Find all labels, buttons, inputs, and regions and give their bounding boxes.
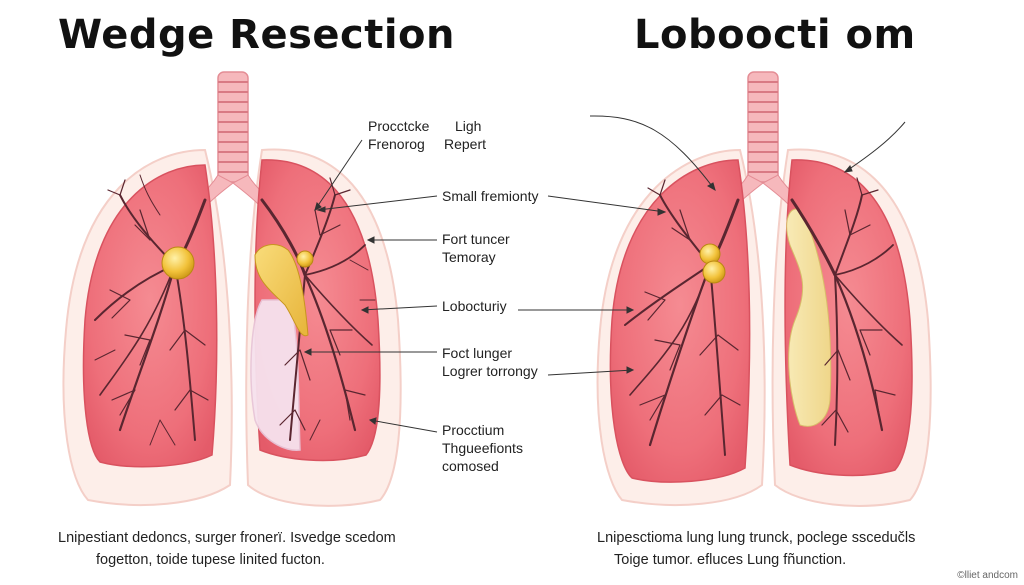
caption-right-line2: Toige tumor. efluces Lung fñunction. [614,552,847,568]
label-temoray: Temoray [442,249,496,265]
right-lungs-illustration [596,71,932,507]
label-foct-lunger: Foct lunger [442,345,513,361]
left-lung [82,164,218,468]
left-lung-2 [609,159,751,483]
label-procctium: Procctium [442,422,505,438]
tumor-left-lung [161,246,195,280]
title-lobectomy: Loboocti om [634,12,916,58]
caption-left-line1: Lnipestiant dedoncs, surger fronerï. Isv… [58,530,396,546]
resected-region [250,299,301,451]
right-bronchial-tree-2 [790,177,903,446]
label-procctcke: Procctcke [368,118,430,134]
caption-right-line1: Lnipesctioma lung lung trunck, poclege s… [597,530,916,546]
label-comosed: comosed [442,458,499,474]
label-fort-tuncer: Fort tuncer [442,231,510,247]
label-thgueefionts: Thgueefionts [442,440,523,456]
label-ligh: Ligh [455,118,482,134]
caption-left-line2: fogetton, toide tupese linited fucton. [96,552,325,568]
label-small-fremionty: Small fremionty [442,188,539,204]
left-lungs-illustration [62,71,402,507]
wedge-segment [254,244,309,337]
label-lobocturiy: Lobocturiy [442,298,507,314]
left-pointer-lines [303,139,438,433]
tumor-lower [702,260,726,284]
watermark: ©lliet andcom [957,570,1018,581]
title-wedge-resection: Wedge Resection [58,12,456,58]
right-pointer-lines [518,115,906,376]
label-frenorog: Frenorog [368,136,425,152]
label-logrer-torrongy: Logrer torrongy [442,363,538,379]
tumor-right-lung [296,250,314,268]
resected-lobe [786,208,832,427]
label-repert: Repert [444,136,487,152]
